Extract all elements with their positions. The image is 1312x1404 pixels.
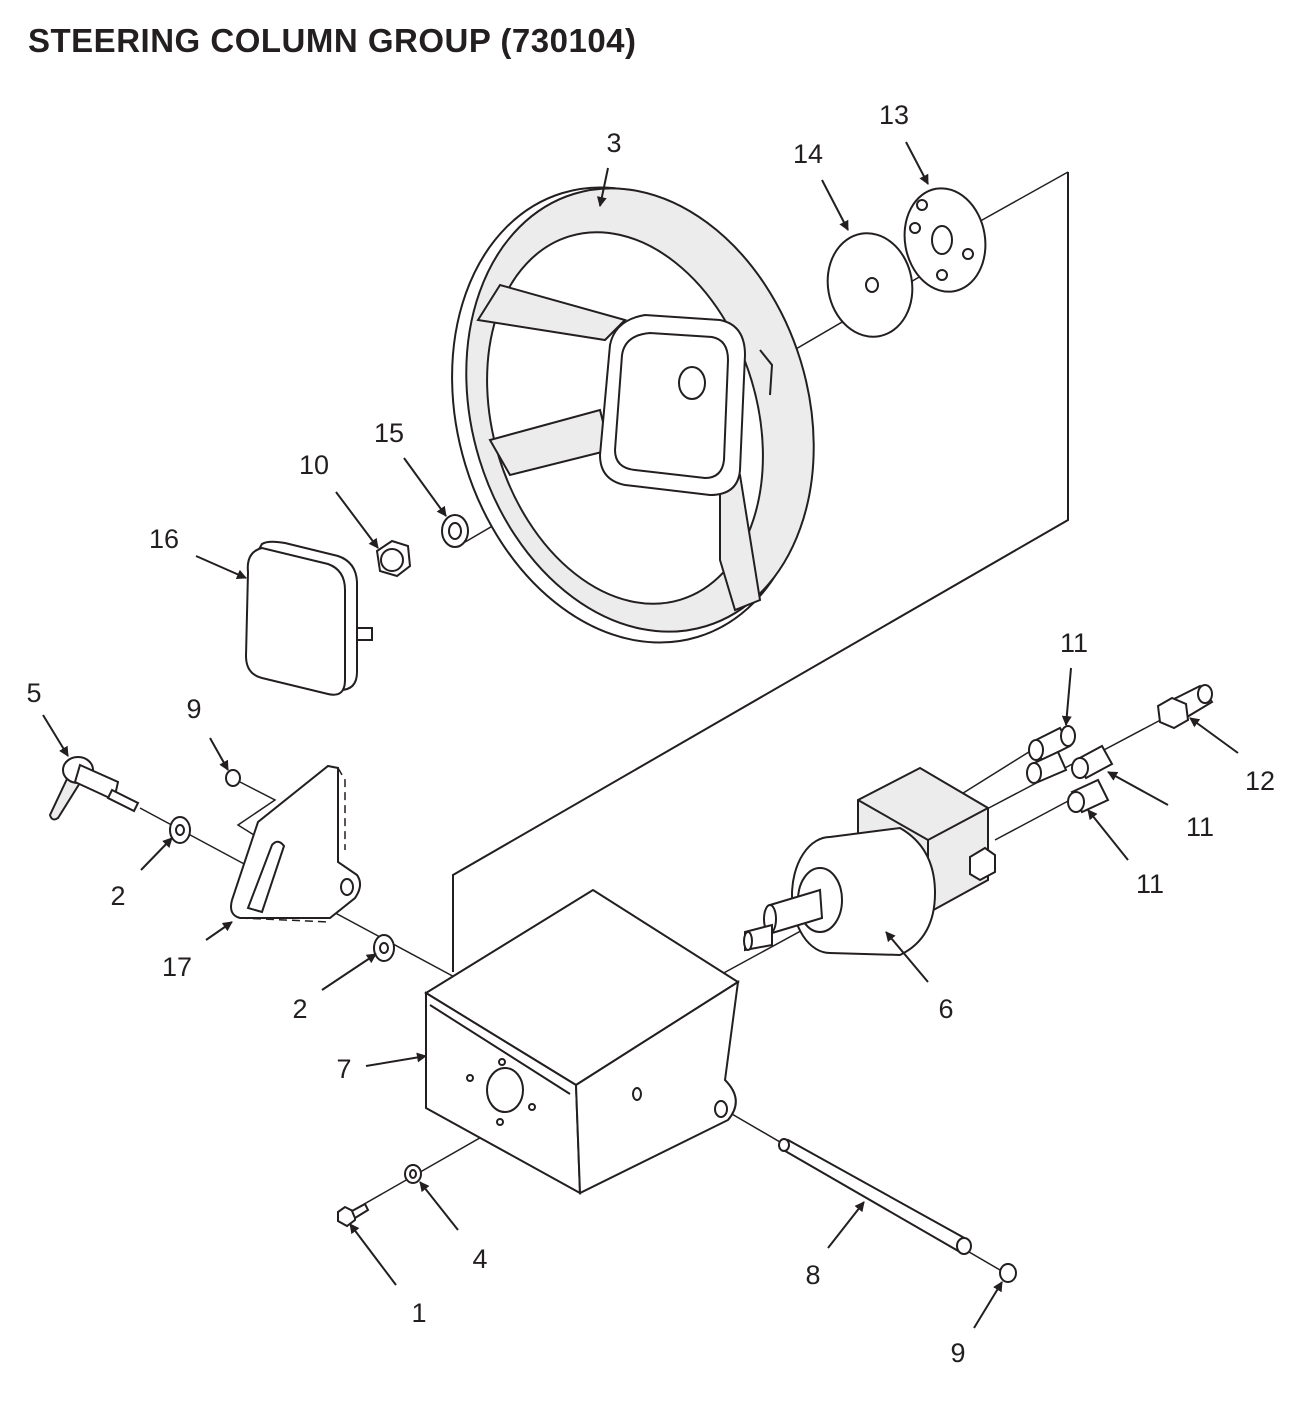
hose-line-1 bbox=[959, 744, 1041, 796]
horn-cap-16 bbox=[244, 540, 373, 696]
leader-16 bbox=[195, 555, 247, 579]
leader-2b bbox=[321, 953, 377, 991]
retaining-ring-9-lower bbox=[999, 1263, 1017, 1283]
callout-4: 4 bbox=[472, 1244, 487, 1274]
retaining-ring-9-upper bbox=[225, 769, 241, 787]
adjustment-lever-5 bbox=[48, 756, 140, 821]
fitting-12 bbox=[1156, 684, 1214, 730]
hydraulic-steering-unit-6 bbox=[743, 766, 996, 957]
washer-2-upper bbox=[169, 816, 191, 844]
callout-11-middle: 11 bbox=[1186, 812, 1214, 842]
callout-6: 6 bbox=[938, 994, 953, 1024]
leader-4 bbox=[419, 1181, 459, 1231]
callout-16: 16 bbox=[149, 524, 179, 554]
leader-lines bbox=[42, 141, 1239, 1329]
callout-5: 5 bbox=[26, 678, 41, 708]
leader-13 bbox=[905, 141, 929, 185]
assembly-plane-outline bbox=[452, 172, 1069, 972]
callout-15: 15 bbox=[374, 418, 404, 448]
leader-9a bbox=[209, 737, 229, 771]
leader-14 bbox=[821, 179, 849, 231]
callout-14: 14 bbox=[793, 139, 823, 169]
callout-12: 12 bbox=[1245, 766, 1275, 796]
fitting-11-bottom bbox=[1067, 778, 1110, 814]
callout-11-bottom: 11 bbox=[1136, 869, 1164, 899]
callout-8: 8 bbox=[805, 1260, 820, 1290]
callout-17: 17 bbox=[162, 952, 192, 982]
callout-2-lower: 2 bbox=[292, 994, 307, 1024]
fitting-11-top bbox=[1028, 725, 1076, 762]
steering-wheel bbox=[451, 186, 815, 644]
leader-8 bbox=[827, 1201, 865, 1249]
hub-13 bbox=[903, 187, 987, 293]
callout-9-lower: 9 bbox=[950, 1338, 965, 1368]
callout-11-top: 11 bbox=[1060, 628, 1088, 658]
leader-7 bbox=[365, 1052, 427, 1067]
callout-13: 13 bbox=[879, 100, 909, 130]
callout-2-upper: 2 bbox=[110, 881, 125, 911]
leader-6 bbox=[885, 931, 929, 983]
leader-11b bbox=[1107, 771, 1169, 806]
bracket-17 bbox=[230, 764, 361, 923]
nut-10 bbox=[375, 539, 412, 578]
column-housing-7 bbox=[424, 888, 740, 1195]
leader-3 bbox=[596, 167, 609, 207]
leader-11a bbox=[1061, 667, 1072, 726]
leader-5 bbox=[42, 714, 69, 757]
washer-4 bbox=[404, 1164, 422, 1184]
washer-2-lower bbox=[373, 934, 395, 962]
screw-1 bbox=[337, 1202, 370, 1228]
fitting-11-middle bbox=[1071, 744, 1114, 780]
leader-12 bbox=[1189, 717, 1239, 754]
assembly-plane-top-edge bbox=[974, 171, 1069, 225]
page-title: STEERING COLUMN GROUP (730104) bbox=[28, 22, 637, 59]
leader-10 bbox=[335, 491, 379, 549]
pivot-pin-8 bbox=[778, 1138, 972, 1255]
callout-7: 7 bbox=[336, 1054, 351, 1084]
leader-9b bbox=[973, 1281, 1003, 1329]
leader-15 bbox=[403, 457, 447, 517]
callout-3: 3 bbox=[606, 128, 621, 158]
callout-10: 10 bbox=[299, 450, 329, 480]
washer-14 bbox=[826, 232, 914, 338]
callout-1: 1 bbox=[411, 1298, 426, 1328]
retaining-ring-leader-path bbox=[236, 781, 277, 841]
leader-17 bbox=[205, 921, 233, 941]
callout-9-upper: 9 bbox=[186, 694, 201, 724]
lock-washer-15 bbox=[441, 514, 469, 548]
fitting-11-middle-left bbox=[1026, 750, 1068, 784]
leader-2a bbox=[140, 837, 173, 871]
leader-1 bbox=[349, 1223, 397, 1286]
leader-11c bbox=[1087, 809, 1129, 861]
